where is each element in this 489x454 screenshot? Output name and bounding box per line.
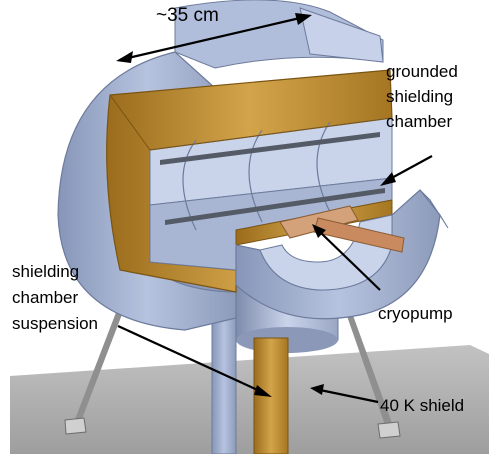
cryopump-label: cryopump [378,304,453,323]
cryopump [279,205,405,253]
dimension-label: ~35 cm [156,5,219,26]
suspension-line-3: suspension [12,314,99,333]
suspension-line-1: shielding [12,262,80,281]
copper-chamber [106,69,393,293]
grounded-chamber-line-1: grounded [386,62,458,81]
suspension-line-2: chamber [12,288,79,307]
grounded-chamber-line-3: chamber [386,112,453,131]
shield-40k-label: 40 K shield [380,396,465,415]
shield-40k [211,284,339,454]
annotation-arrows [116,13,433,404]
grounded-chamber-line-2: shielding [386,87,454,106]
